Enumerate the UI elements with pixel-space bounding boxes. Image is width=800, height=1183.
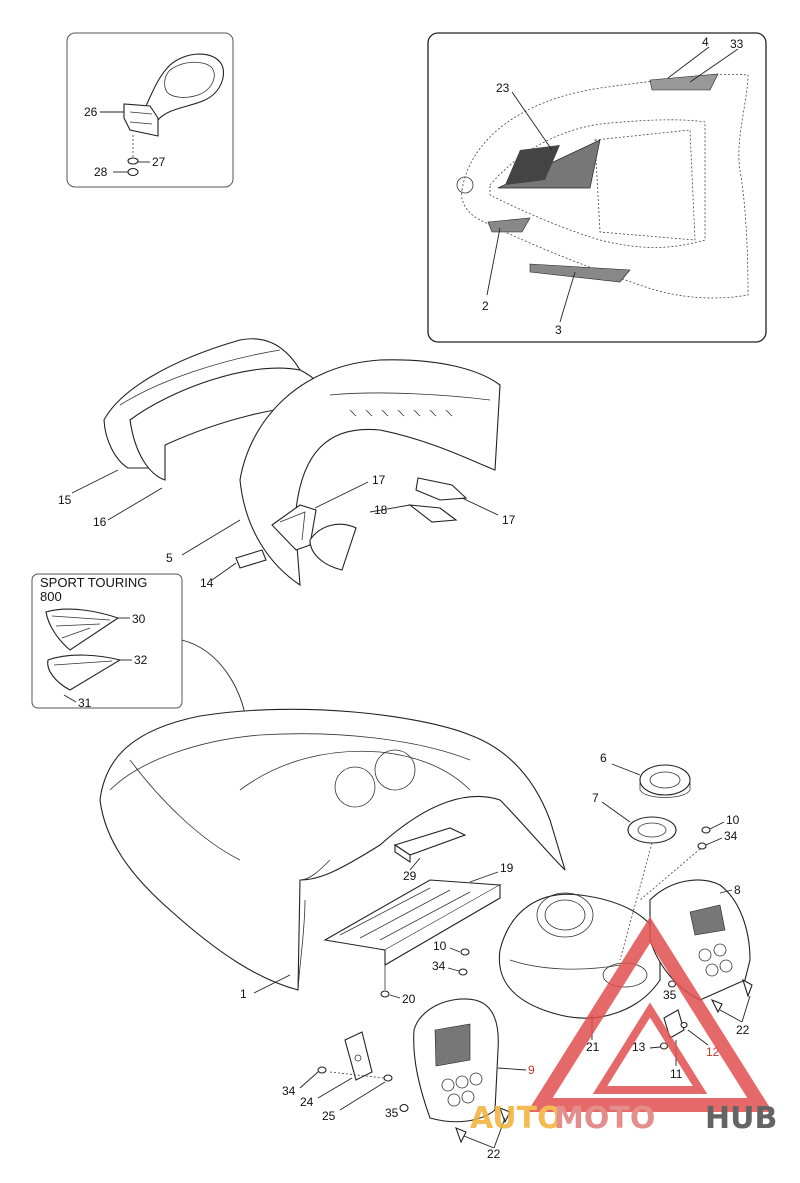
callout-34b: 34	[724, 829, 738, 843]
windshield-32	[47, 654, 122, 691]
panel-9	[413, 998, 499, 1123]
callout-13: 13	[632, 1040, 646, 1054]
inset-hood-frame	[427, 32, 767, 343]
callout-7: 7	[592, 791, 599, 805]
callout-20: 20	[402, 992, 416, 1006]
callout-35a: 35	[663, 988, 677, 1002]
clips-22b	[455, 1107, 511, 1144]
tray-19	[323, 879, 502, 966]
callout-6: 6	[600, 751, 607, 765]
callout-27: 27	[152, 155, 166, 169]
hood-1	[99, 708, 566, 991]
screw-10a	[460, 948, 470, 956]
watermark-moto: MOTO	[554, 1101, 655, 1136]
inset-sport-touring: SPORT TOURING 800 30 32 31	[31, 573, 183, 710]
callout-16: 16	[93, 515, 107, 529]
callout-5: 5	[166, 551, 173, 565]
clips-22a	[710, 978, 753, 1014]
callout-19: 19	[500, 861, 514, 875]
bracket-17b	[415, 477, 468, 501]
callout-34a: 34	[432, 959, 446, 973]
washer-34c	[317, 1066, 327, 1074]
nut-27	[127, 157, 139, 165]
cover-18	[309, 504, 458, 571]
callout-26: 26	[84, 105, 98, 119]
callout-28: 28	[94, 165, 108, 179]
callout-33: 33	[730, 37, 744, 51]
callout-21: 21	[586, 1040, 600, 1054]
callout-3: 3	[555, 323, 562, 337]
panel-5	[239, 359, 501, 587]
callout-10b: 10	[726, 813, 740, 827]
watermark-hub: HUB	[705, 1101, 777, 1136]
pad-29	[393, 827, 467, 864]
watermark-logo	[527, 916, 773, 1112]
callout-11: 11	[670, 1067, 683, 1081]
screw-35b	[399, 1103, 409, 1113]
clip-25	[383, 1074, 393, 1082]
gasket-7	[627, 816, 677, 844]
hood-top-view	[456, 73, 749, 299]
bracket-17a	[271, 504, 317, 551]
callout-9: 9	[528, 1063, 535, 1077]
callout-35b: 35	[385, 1106, 399, 1120]
washer-34a	[458, 968, 468, 976]
panel-8	[649, 879, 751, 1001]
callout-31: 31	[78, 696, 92, 710]
watermark-auto: AUTO	[470, 1101, 563, 1136]
ring-6	[639, 764, 691, 798]
callout-10a: 10	[433, 939, 447, 953]
washer-34b	[697, 842, 707, 850]
inset-mirror-frame	[66, 32, 234, 188]
callout-4: 4	[702, 35, 709, 49]
callout-29: 29	[403, 869, 417, 883]
callout-1: 1	[240, 987, 247, 1001]
callout-30: 30	[132, 612, 146, 626]
callout-22a: 22	[736, 1023, 750, 1037]
callout-22b: 22	[487, 1147, 501, 1161]
screw-10b	[701, 826, 711, 834]
callout-17b: 17	[502, 513, 516, 527]
inset-title-line1: SPORT TOURING	[40, 575, 147, 590]
callout-23: 23	[496, 81, 510, 95]
grommet-14	[235, 549, 267, 569]
inset-title-line2: 800	[40, 589, 62, 604]
screw-35a	[667, 980, 677, 988]
callout-17a: 17	[372, 473, 386, 487]
callout-14: 14	[200, 576, 214, 590]
inset-sport-touring-frame	[31, 573, 183, 709]
nut-28	[127, 167, 139, 177]
screw-20	[380, 965, 390, 998]
callout-25: 25	[322, 1109, 336, 1123]
callout-2: 2	[482, 299, 489, 313]
callout-15: 15	[58, 493, 72, 507]
bracket-24	[344, 1031, 373, 1081]
callout-34c: 34	[282, 1084, 296, 1098]
callout-24: 24	[300, 1095, 314, 1109]
callout-18: 18	[374, 503, 388, 517]
windshield-30	[45, 608, 120, 651]
callout-8: 8	[734, 883, 741, 897]
nut-13	[659, 1042, 669, 1050]
inset-mirror: 26 27 28	[66, 32, 234, 188]
mirror-part	[123, 53, 224, 137]
callout-32: 32	[134, 653, 148, 667]
screw-12	[680, 1021, 688, 1029]
inset-hood-top: 4 33 23 2 3	[427, 32, 767, 343]
watermark: AUTO MOTO HUB	[470, 916, 777, 1136]
